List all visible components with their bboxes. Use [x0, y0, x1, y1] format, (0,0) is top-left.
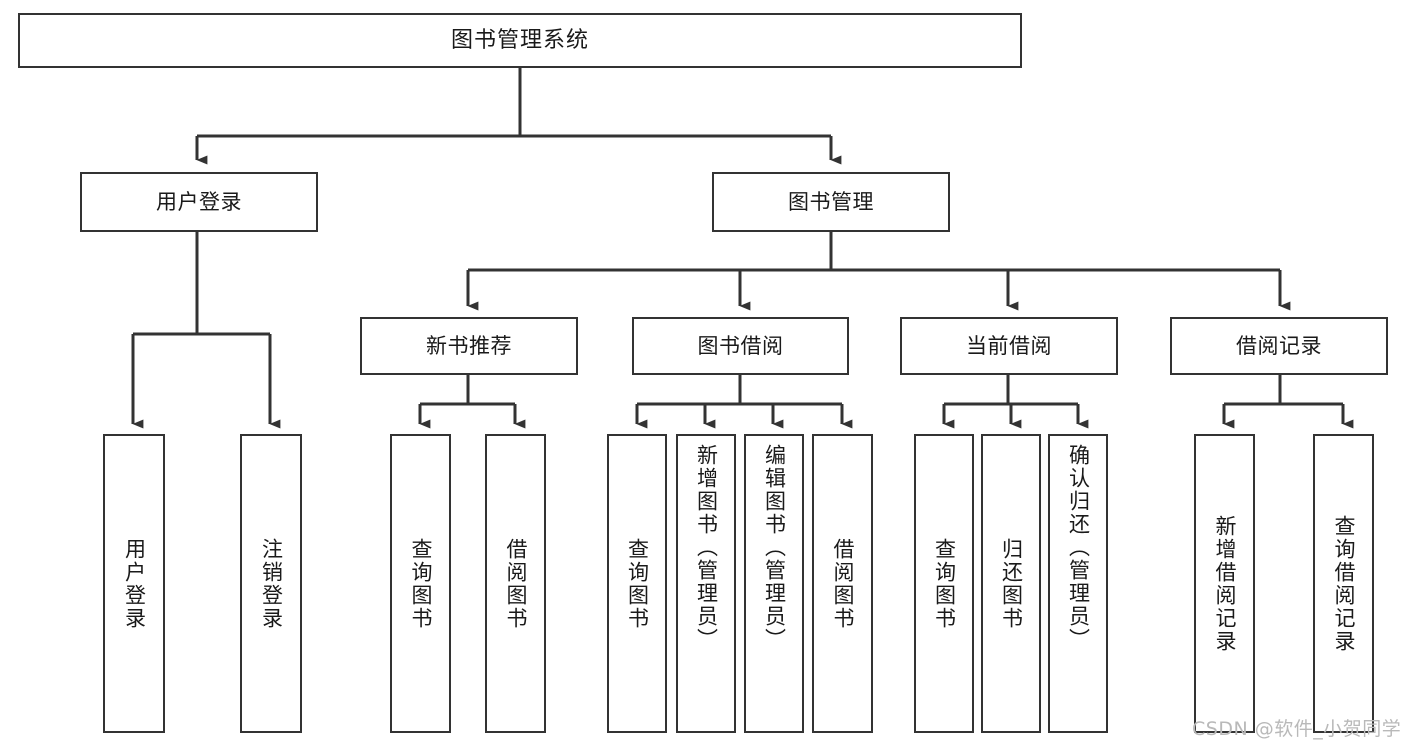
- node-current-borrow-label: 当前借阅: [966, 333, 1052, 358]
- node-leaf-query-record-label: 查询借阅记录: [1332, 514, 1356, 653]
- node-root[interactable]: 图书管理系统: [18, 13, 1022, 68]
- node-book-manage[interactable]: 图书管理: [712, 172, 950, 232]
- node-leaf-borrow-book-1-label: 借阅图书: [504, 537, 528, 630]
- node-book-borrow[interactable]: 图书借阅: [632, 317, 849, 375]
- node-new-book-rec-label: 新书推荐: [426, 333, 512, 358]
- node-leaf-query-book-1[interactable]: 查询图书: [390, 434, 451, 733]
- node-leaf-borrow-book-2[interactable]: 借阅图书: [812, 434, 873, 733]
- node-user-login-label: 用户登录: [156, 189, 242, 214]
- node-leaf-edit-book[interactable]: 编辑图书（管理员）: [744, 434, 804, 733]
- node-leaf-query-book-3[interactable]: 查询图书: [914, 434, 974, 733]
- node-leaf-borrow-book-1[interactable]: 借阅图书: [485, 434, 546, 733]
- node-user-login[interactable]: 用户登录: [80, 172, 318, 232]
- node-leaf-add-record-label: 新增借阅记录: [1213, 514, 1237, 653]
- node-borrow-record-label: 借阅记录: [1236, 333, 1322, 358]
- node-leaf-return-book[interactable]: 归还图书: [981, 434, 1041, 733]
- node-leaf-confirm-return-label: 确认归还（管理员）: [1066, 444, 1091, 651]
- node-leaf-query-book-3-label: 查询图书: [932, 537, 957, 630]
- node-current-borrow[interactable]: 当前借阅: [900, 317, 1118, 375]
- node-leaf-user-login-label: 用户登录: [122, 537, 147, 630]
- node-leaf-confirm-return[interactable]: 确认归还（管理员）: [1048, 434, 1108, 733]
- node-leaf-edit-book-label: 编辑图书（管理员）: [762, 444, 787, 651]
- node-leaf-logout-label: 注销登录: [259, 537, 284, 630]
- node-leaf-query-book-1-label: 查询图书: [409, 537, 433, 630]
- node-book-manage-label: 图书管理: [788, 189, 874, 214]
- node-leaf-borrow-book-2-label: 借阅图书: [831, 537, 855, 630]
- node-leaf-add-record[interactable]: 新增借阅记录: [1194, 434, 1255, 733]
- node-leaf-query-book-2[interactable]: 查询图书: [607, 434, 667, 733]
- node-leaf-return-book-label: 归还图书: [999, 537, 1024, 630]
- node-leaf-add-book-label: 新增图书（管理员）: [694, 444, 719, 651]
- node-leaf-query-record[interactable]: 查询借阅记录: [1313, 434, 1374, 733]
- node-leaf-user-login[interactable]: 用户登录: [103, 434, 165, 733]
- node-root-label: 图书管理系统: [450, 27, 589, 53]
- node-leaf-query-book-2-label: 查询图书: [625, 537, 650, 630]
- node-leaf-add-book[interactable]: 新增图书（管理员）: [676, 434, 736, 733]
- node-borrow-record[interactable]: 借阅记录: [1170, 317, 1388, 375]
- node-leaf-logout[interactable]: 注销登录: [240, 434, 302, 733]
- node-book-borrow-label: 图书借阅: [697, 333, 784, 358]
- node-new-book-rec[interactable]: 新书推荐: [360, 317, 578, 375]
